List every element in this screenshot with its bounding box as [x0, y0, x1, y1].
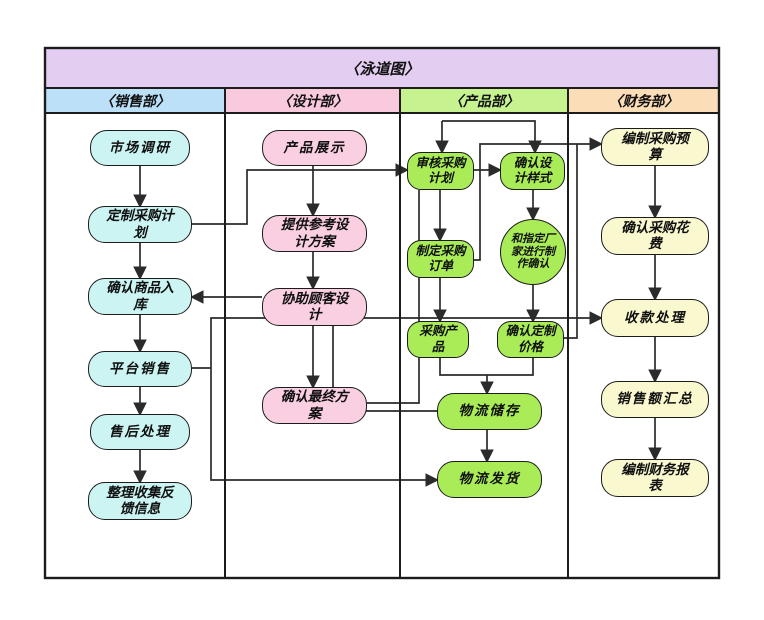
- edge-custom-purchase-plan-to-review-purchase-plan: [192, 163, 410, 225]
- node-collect-feedback[interactable]: 整理收集反馈信息: [88, 482, 192, 520]
- edge-platform-sales-to-payment-processing: [210, 311, 604, 368]
- edge-platform-sales-to-logistics-shipping: [210, 368, 440, 487]
- node-reference-design[interactable]: 提供参考设计方案: [262, 215, 367, 252]
- lane-header-finance-fill: [568, 88, 719, 113]
- node-purchase-products[interactable]: 采购产品: [407, 321, 469, 358]
- edge-create-purchase-order-to-prepare-purchase-budget: [474, 137, 604, 261]
- node-manufacturer-confirmation[interactable]: 和指定厂家进行制作确认: [500, 219, 566, 285]
- edge-top-split-to-confirm-design-style: [442, 120, 542, 155]
- lane-header-finance: 〈财务部〉: [608, 92, 679, 109]
- node-platform-sales[interactable]: 平台销售: [88, 351, 192, 387]
- lane-header-product-fill: [400, 88, 568, 113]
- node-confirm-goods-storage[interactable]: 确认商品入库: [88, 278, 192, 315]
- node-create-purchase-order[interactable]: 制定采购订单: [407, 240, 474, 278]
- node-confirm-custom-price[interactable]: 确认定制价格: [497, 321, 564, 358]
- lane-header-design-fill: [225, 88, 400, 113]
- node-confirm-design-style[interactable]: 确认设计样式: [500, 152, 565, 190]
- node-after-sales[interactable]: 售后处理: [90, 414, 190, 450]
- node-market-research[interactable]: 市场调研: [90, 130, 190, 166]
- node-sales-summary[interactable]: 销售额汇总: [601, 381, 709, 418]
- lane-header-product: 〈产品部〉: [449, 92, 519, 109]
- title-bar-fill: [45, 48, 719, 88]
- node-logistics-shipping[interactable]: 物流发货: [437, 461, 542, 498]
- lane-header-sales-fill: [45, 88, 225, 113]
- node-product-display[interactable]: 产品展示: [262, 130, 367, 166]
- diagram-title: 〈泳道图〉: [344, 60, 420, 78]
- lane-header-design: 〈设计部〉: [277, 92, 348, 109]
- node-assist-customer-design[interactable]: 协助顾客设计: [262, 288, 367, 326]
- node-confirm-purchase-cost[interactable]: 确认采购花费: [601, 217, 709, 255]
- node-confirm-final-plan[interactable]: 确认最终方案: [262, 387, 367, 424]
- node-payment-processing[interactable]: 收款处理: [601, 299, 709, 337]
- node-prepare-purchase-budget[interactable]: 编制采购预算: [601, 128, 709, 166]
- lane-header-sales: 〈销售部〉: [100, 92, 170, 109]
- edge-purchase-products-to-logistics-storage: [439, 358, 487, 376]
- edge-confirm-custom-price-to-prepare-purchase-budget: [564, 144, 578, 339]
- edge-confirm-final-plan-to-review-purchase-plan: [367, 190, 420, 404]
- edge-confirm-custom-price-to-logistics-storage: [487, 358, 534, 376]
- node-review-purchase-plan[interactable]: 审核采购计划: [407, 152, 474, 190]
- node-logistics-storage[interactable]: 物流储存: [437, 393, 542, 430]
- node-financial-statements[interactable]: 编制财务报表: [601, 459, 709, 497]
- node-custom-purchase-plan[interactable]: 定制采购计划: [88, 206, 192, 243]
- swimlane-grid: [43, 46, 721, 580]
